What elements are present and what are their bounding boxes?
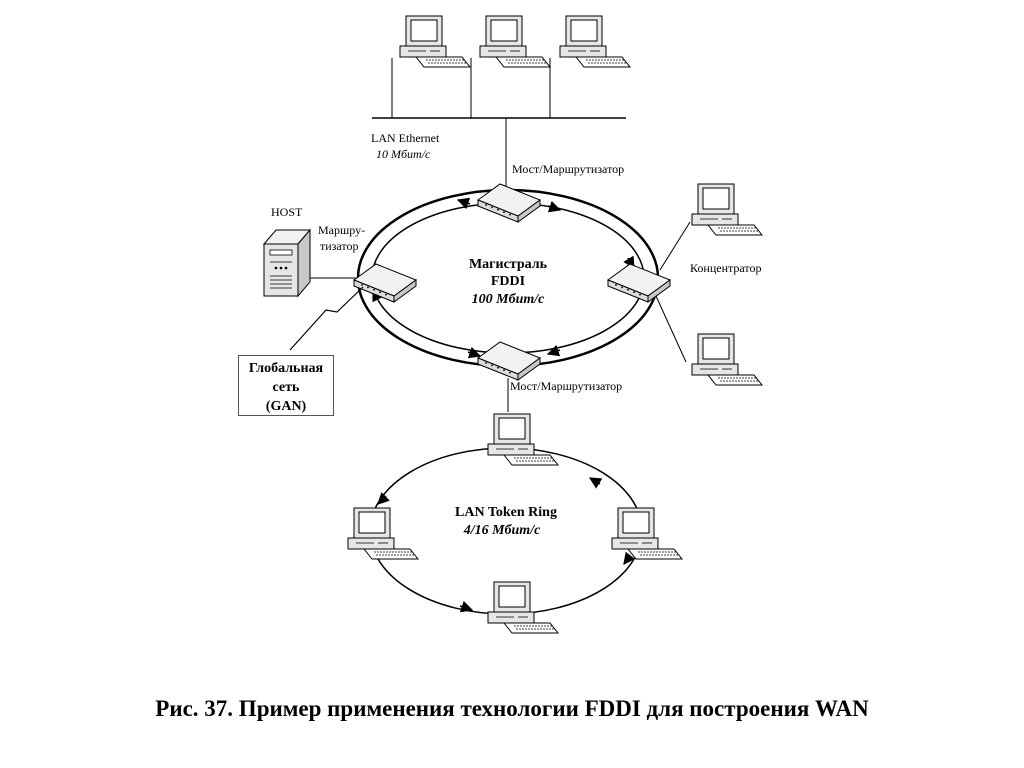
host-label: HOST — [271, 205, 303, 219]
bridge-bottom-label: Мост/Маршрутизатор — [510, 379, 622, 393]
hub-pc-icon-top — [691, 183, 763, 236]
token-arrow-bottom-left — [459, 600, 474, 613]
token-arrow-bottom-right — [623, 551, 636, 565]
fddi-title-line2: FDDI — [491, 274, 525, 289]
host-server-icon — [262, 228, 312, 298]
token-pc-icon-left — [347, 507, 419, 560]
token-pc-icon-right — [611, 507, 683, 560]
gan-line1: Глобальная — [248, 361, 324, 376]
token-pc-icon-top — [487, 413, 559, 466]
ring-arrow-top-left — [456, 197, 471, 210]
ethernet-pc-icon-2 — [479, 15, 551, 68]
ring-arrow-bottom-right — [546, 344, 561, 357]
ethernet-pc-icon-1 — [399, 15, 471, 68]
router-label-line2: тизатор — [320, 239, 359, 253]
figure-caption: Рис. 37. Пример применения технологии FD… — [155, 696, 869, 721]
router-left-icon — [353, 263, 417, 303]
token-ring-name: LAN Token Ring — [455, 505, 557, 520]
token-pc-icon-bottom — [487, 581, 559, 634]
gan-line3: (GAN) — [265, 399, 307, 414]
hub-pc-icon-bottom — [691, 333, 763, 386]
fddi-speed: 100 Мбит/с — [472, 292, 546, 307]
ethernet-name: LAN Ethernet — [371, 131, 440, 145]
token-arrow-top-right — [588, 477, 603, 489]
hub-link-bottom — [655, 295, 687, 363]
gan-link-lightning — [289, 286, 364, 351]
bridge-bottom-icon — [477, 341, 541, 381]
ethernet-pc-icon-3 — [559, 15, 631, 68]
token-ring-speed: 4/16 Мбит/с — [463, 523, 541, 538]
fddi-title-line1: Магистраль — [469, 257, 548, 272]
bridge-top-label: Мост/Маршрутизатор — [512, 162, 624, 176]
hub-label: Концентратор — [690, 261, 762, 275]
hub-link-top — [659, 221, 691, 271]
ring-arrow-top-right — [547, 200, 562, 213]
ethernet-speed: 10 Мбит/с — [376, 147, 431, 161]
token-arrow-top-left — [377, 492, 390, 505]
gan-line2: сеть — [272, 380, 300, 395]
gan-box: Глобальная сеть (GAN) — [238, 355, 334, 416]
router-label-line1: Маршру- — [318, 223, 365, 237]
ring-arrow-bottom-left — [467, 346, 482, 359]
